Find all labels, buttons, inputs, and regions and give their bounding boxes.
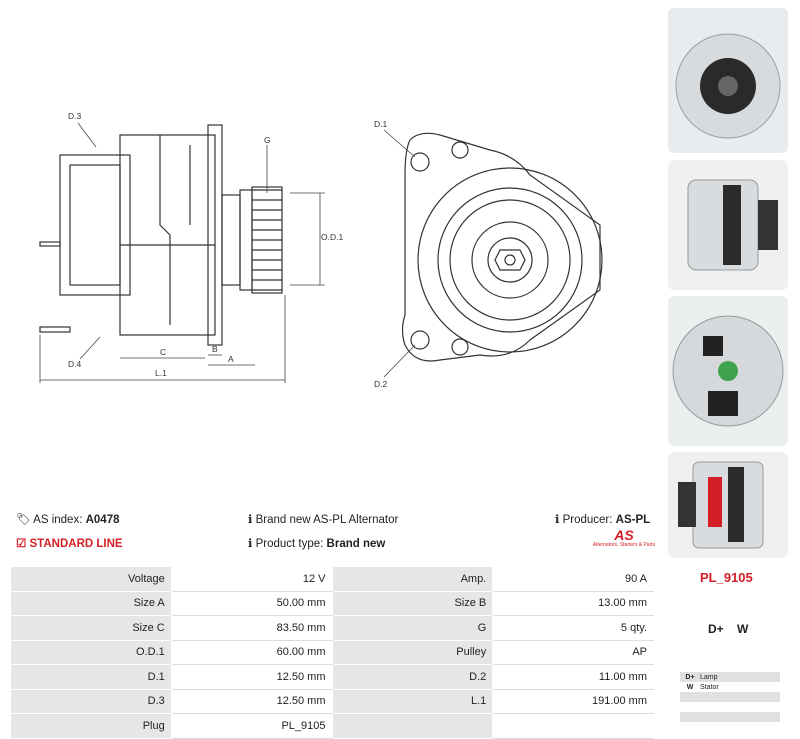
spec-key: Plug xyxy=(10,713,172,739)
product-photo-rear[interactable] xyxy=(668,296,788,446)
info-icon: ℹ xyxy=(248,538,253,550)
d1-mount-hole xyxy=(410,152,430,172)
rear-housing xyxy=(59,154,131,296)
as-index-value: A0478 xyxy=(85,514,120,526)
spec-value: 90 A xyxy=(492,566,654,592)
info-icon: ℹ xyxy=(248,514,253,526)
spec-key: Size B xyxy=(331,590,494,616)
d4-label: D.4 xyxy=(68,359,82,369)
spec-key: G xyxy=(331,615,494,641)
spec-key: D.2 xyxy=(331,664,494,690)
product-photo-label[interactable] xyxy=(668,452,788,558)
housing-outline xyxy=(401,132,601,362)
rear-cover xyxy=(69,164,121,286)
spec-key xyxy=(331,713,494,739)
d2-mount-hole xyxy=(410,330,430,350)
d2-front-label: D.2 xyxy=(374,379,388,389)
spec-value: 12.50 mm xyxy=(170,688,333,714)
terminal-stud xyxy=(39,241,61,247)
tag-icon: 🏷︎ xyxy=(16,514,31,526)
plug-code: PL_9105 xyxy=(700,570,753,585)
spec-key: O.D.1 xyxy=(10,639,172,665)
spec-value: 12 V xyxy=(170,566,333,592)
spec-value: 13.00 mm xyxy=(492,590,654,616)
product-photo-front[interactable] xyxy=(668,8,788,153)
spec-value: 83.50 mm xyxy=(170,615,333,641)
check-square-icon: ☑ xyxy=(16,538,27,550)
d3-label: D.3 xyxy=(68,111,82,121)
l1-label: L.1 xyxy=(155,368,167,378)
legend-row-empty xyxy=(680,702,780,712)
product-type: ℹ Product type: Brand new xyxy=(248,538,386,550)
legend-row-empty xyxy=(680,712,780,722)
g-label: G xyxy=(264,135,271,145)
spec-value: 12.50 mm xyxy=(170,664,333,690)
spec-value: 5 qty. xyxy=(492,615,654,641)
a-label: A xyxy=(228,354,234,364)
lower-terminal xyxy=(39,326,71,333)
spec-key: D.1 xyxy=(10,664,172,690)
producer: ℹ Producer: AS-PL xyxy=(555,514,651,526)
spec-key: D.3 xyxy=(10,688,172,714)
pulley-hub xyxy=(239,189,253,291)
pulley-grooves xyxy=(251,186,283,294)
shaft-nut xyxy=(494,249,526,271)
spec-key: Size A xyxy=(10,590,172,616)
spec-value xyxy=(492,713,654,739)
spec-value: AP xyxy=(492,639,654,665)
side-view-drawing: O.D.1 G D.3 D.4 C B A L.1 xyxy=(39,111,343,383)
spec-value: 11.00 mm xyxy=(492,664,654,690)
b-label: B xyxy=(212,344,218,354)
od1-label: O.D.1 xyxy=(321,232,343,242)
brand-new-info: ℹ Brand new AS-PL Alternator xyxy=(248,514,399,526)
main-body xyxy=(119,134,216,336)
legend-row: D+Lamp xyxy=(680,672,780,682)
spec-value: 191.00 mm xyxy=(492,688,654,714)
as-pl-logo: AS Alternators, Starters & Parts xyxy=(592,527,656,548)
d1-front-label: D.1 xyxy=(374,119,388,129)
spec-value: 60.00 mm xyxy=(170,639,333,665)
spec-key: Voltage xyxy=(10,566,172,592)
spec-key: Pulley xyxy=(331,639,494,665)
legend-row-empty xyxy=(680,692,780,702)
spec-key: L.1 xyxy=(331,688,494,714)
product-photo-side[interactable] xyxy=(668,160,788,290)
plug-terminals: D+ W xyxy=(708,622,749,636)
spec-value: PL_9105 xyxy=(170,713,333,739)
fan xyxy=(221,194,241,286)
standard-line-badge: ☑ STANDARD LINE xyxy=(16,538,123,550)
inner-ring xyxy=(449,199,571,321)
outer-vent-ring xyxy=(417,167,603,353)
info-icon: ℹ xyxy=(555,514,560,526)
spec-key: Amp. xyxy=(331,566,494,592)
pulley-face xyxy=(471,221,549,299)
front-view-drawing: D.1 D.2 xyxy=(374,119,603,389)
c-label: C xyxy=(160,347,166,357)
body-seams xyxy=(120,135,215,325)
as-index: 🏷︎ AS index: A0478 xyxy=(16,514,120,526)
spec-value: 50.00 mm xyxy=(170,590,333,616)
spec-key: Size C xyxy=(10,615,172,641)
